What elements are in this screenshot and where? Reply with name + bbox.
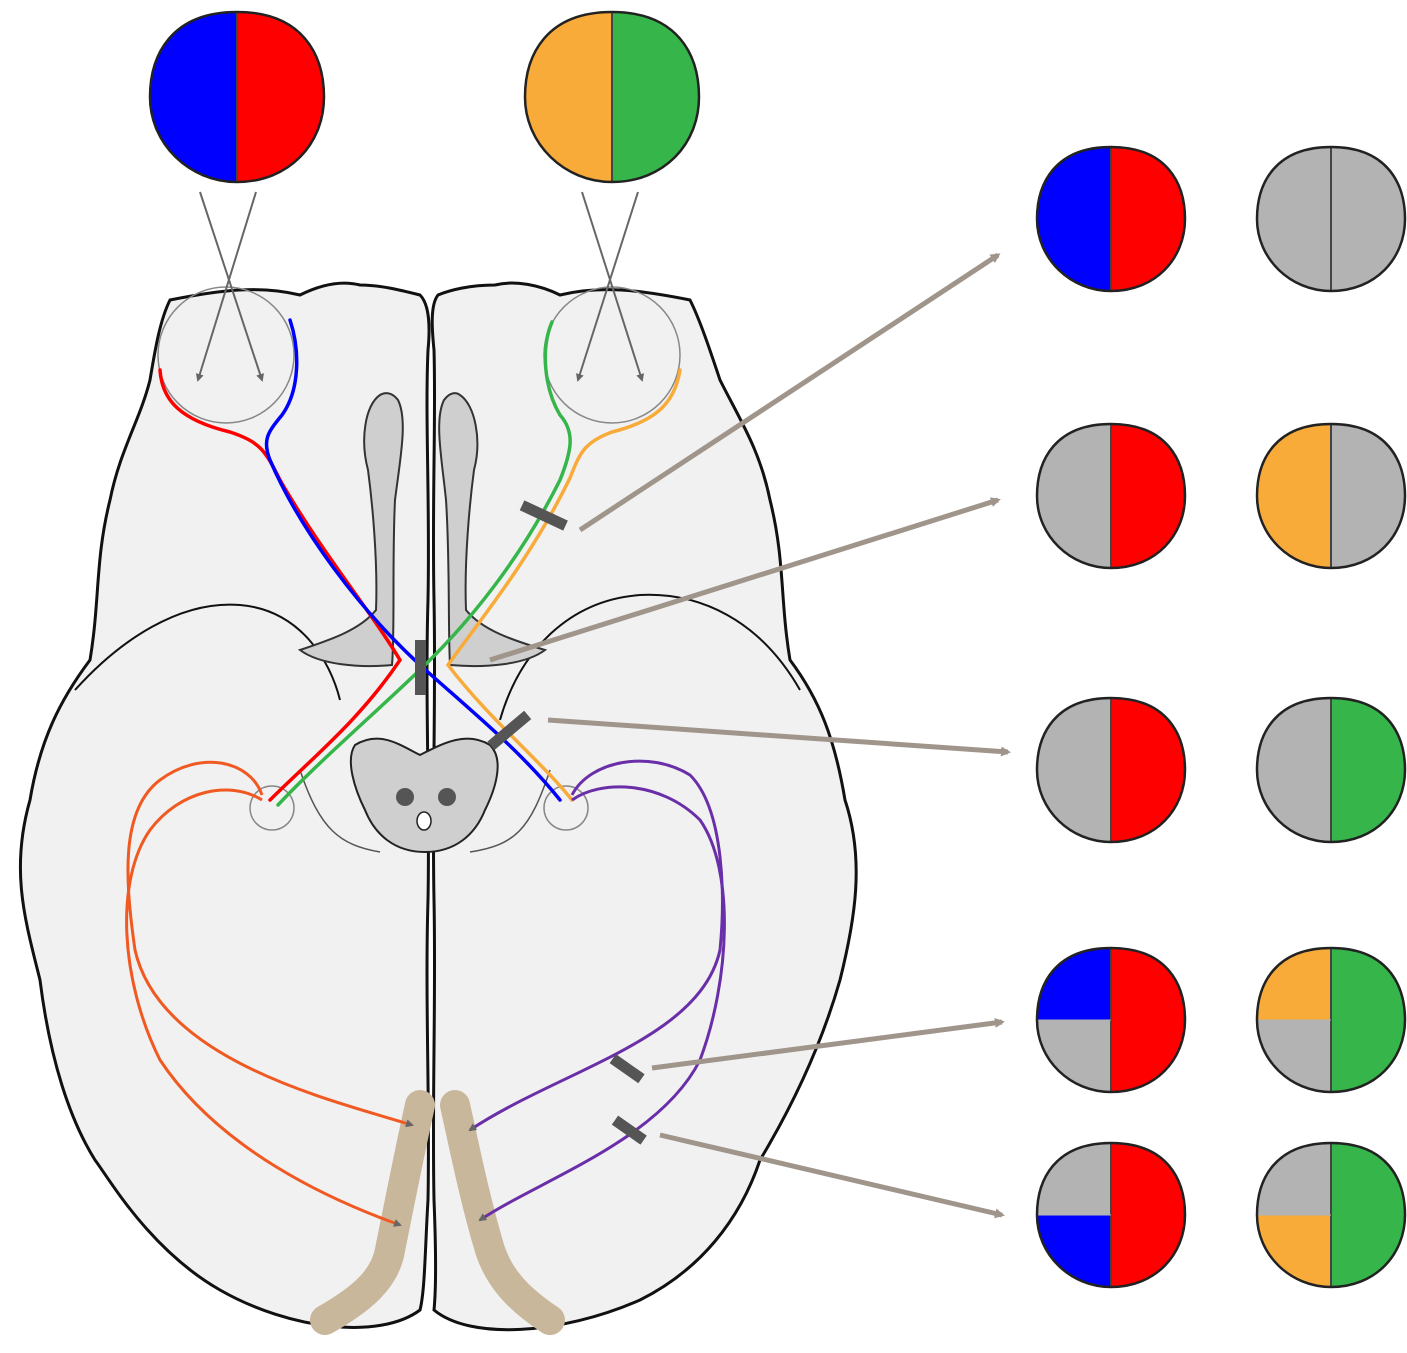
result-upper-optic-radiation-left-eye-ul-segment — [1037, 948, 1111, 1020]
left-radiation-lower — [125, 788, 402, 1227]
result-lower-optic-radiation-left-eye-ur-segment — [1111, 1143, 1185, 1215]
left-eye-field-outline — [148, 10, 326, 184]
left-eye-field-ur-segment — [237, 12, 324, 97]
right-ray-1 — [581, 191, 644, 382]
arrow-to-row-2 — [489, 497, 1001, 663]
result-upper-optic-radiation-right-eye-outline — [1255, 946, 1407, 1094]
right-eye-field — [523, 10, 701, 184]
right-eye-field-ul-segment — [525, 12, 612, 97]
brainstem — [349, 737, 499, 854]
result-lower-optic-radiation-left-eye-ul-segment — [1037, 1143, 1111, 1215]
result-left-optic-nerve-right-eye — [1255, 145, 1407, 293]
result-lower-optic-radiation-right-eye — [1255, 1141, 1407, 1289]
arrow-to-row-3 — [547, 717, 1011, 757]
aqueduct — [416, 811, 432, 831]
ventricles — [297, 392, 548, 668]
right-hemisphere — [430, 281, 858, 1332]
left-radiation-upper — [126, 760, 414, 1128]
result-optic-chiasm-left-eye — [1035, 422, 1187, 570]
right-radiation-lower — [478, 785, 726, 1222]
result-lower-optic-radiation-right-eye-ur-segment — [1331, 1143, 1405, 1215]
result-left-optic-nerve-left-eye-ur-segment — [1111, 147, 1185, 219]
left-visual-cortex — [310, 1090, 435, 1335]
lesion-lower-radiation — [611, 1115, 647, 1145]
result-lower-optic-radiation-left-eye — [1035, 1141, 1187, 1289]
result-left-optic-nerve-right-eye-ur-segment — [1331, 147, 1405, 219]
result-right-optic-tract-left-eye-outline — [1035, 696, 1187, 844]
result-optic-chiasm-left-eye-ur-segment — [1111, 424, 1185, 496]
left-lgn — [249, 785, 295, 831]
result-right-optic-tract-left-eye-ul-segment — [1037, 698, 1111, 770]
right-eye-field-ur-segment — [612, 12, 699, 97]
result-left-optic-nerve-left-eye-outline — [1035, 145, 1187, 293]
result-optic-chiasm-right-eye — [1255, 422, 1407, 570]
lesion-chiasm — [415, 640, 426, 695]
optic-radiations — [125, 759, 726, 1227]
red-nucleus-right — [438, 788, 456, 806]
result-upper-optic-radiation-right-eye — [1255, 946, 1407, 1094]
result-right-optic-tract-left-eye-ur-segment — [1111, 698, 1185, 770]
result-lower-optic-radiation-right-eye-ul-segment — [1257, 1143, 1331, 1215]
result-optic-chiasm-right-eye-ul-segment — [1257, 424, 1331, 496]
left-ray-2 — [195, 191, 257, 382]
arrow-to-row-4 — [651, 1017, 1005, 1071]
result-lower-optic-radiation-right-eye-outline — [1255, 1141, 1407, 1289]
left-eye-blue-fiber — [264, 318, 562, 802]
result-upper-optic-radiation-right-eye-ur-segment — [1331, 948, 1405, 1020]
pointer-arrows — [489, 252, 1011, 1219]
right-temporal-lobe-outline — [499, 593, 801, 721]
result-optic-chiasm-left-eye-outline — [1035, 422, 1187, 570]
arrow-to-row-1 — [578, 252, 1001, 533]
visual-cortex — [310, 1090, 565, 1335]
result-left-optic-nerve-left-eye — [1035, 145, 1187, 293]
right-eye-field-outline — [523, 10, 701, 184]
midbrain-outline — [299, 769, 551, 853]
result-upper-optic-radiation-left-eye — [1035, 946, 1187, 1094]
result-right-optic-tract-right-eye-outline — [1255, 696, 1407, 844]
result-upper-optic-radiation-left-eye-outline — [1035, 946, 1187, 1094]
result-right-optic-tract-left-eye — [1035, 696, 1187, 844]
result-upper-optic-radiation-right-eye-ul-segment — [1257, 948, 1331, 1020]
light-rays — [195, 191, 644, 382]
arrow-to-row-5 — [659, 1132, 1005, 1219]
result-left-optic-nerve-left-eye-ul-segment — [1037, 147, 1111, 219]
midbrain — [299, 737, 551, 854]
optic-pathways — [158, 318, 682, 807]
result-optic-chiasm-right-eye-outline — [1255, 422, 1407, 570]
left-ventricle — [297, 392, 404, 668]
result-optic-chiasm-right-eye-ur-segment — [1331, 424, 1405, 496]
left-eye-field-ul-segment — [150, 12, 237, 97]
result-right-optic-tract-right-eye-ul-segment — [1257, 698, 1331, 770]
left-eye-red-fiber — [158, 368, 403, 802]
right-eye-green-fiber — [276, 320, 572, 807]
result-right-optic-tract-right-eye — [1255, 696, 1407, 844]
lesion-optic-tract — [487, 710, 532, 751]
left-eye-field — [148, 10, 326, 184]
result-lower-optic-radiation-left-eye-outline — [1035, 1141, 1187, 1289]
left-ray-1 — [199, 191, 264, 382]
right-ray-2 — [576, 191, 639, 382]
result-upper-optic-radiation-left-eye-ur-segment — [1111, 948, 1185, 1020]
lesion-optic-nerve — [519, 500, 568, 531]
right-lgn — [543, 785, 589, 831]
result-right-optic-tract-right-eye-ur-segment — [1331, 698, 1405, 770]
lesion-upper-radiation — [609, 1054, 645, 1084]
right-eye-orange-fiber — [445, 368, 682, 802]
right-visual-cortex — [440, 1090, 565, 1335]
right-ventricle — [438, 392, 548, 668]
result-optic-chiasm-left-eye-ul-segment — [1037, 424, 1111, 496]
lesions — [415, 500, 647, 1145]
result-left-optic-nerve-right-eye-ul-segment — [1257, 147, 1331, 219]
result-left-optic-nerve-right-eye-outline — [1255, 145, 1407, 293]
red-nucleus-left — [396, 788, 414, 806]
